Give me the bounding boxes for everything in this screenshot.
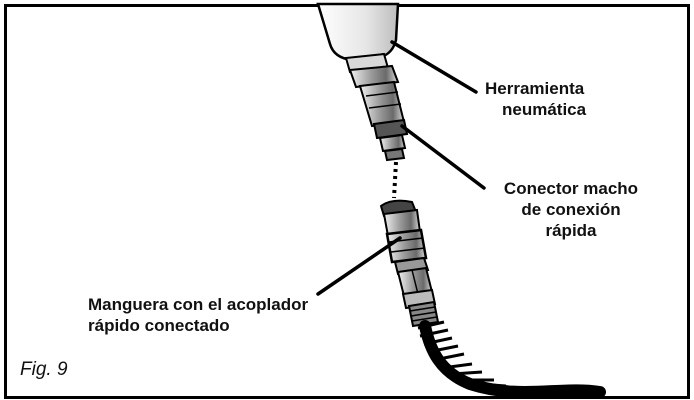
quick-coupler — [379, 199, 440, 328]
callout-male-connector: Conector macho de conexión rápida — [492, 178, 650, 241]
callout-hose-line-1: Manguera con el acoplador — [88, 295, 309, 314]
male-quick-connector — [372, 118, 409, 162]
callout-tool-line-2: neumática — [502, 100, 587, 119]
air-hose — [417, 320, 606, 398]
callout-tool: Herramienta neumática — [485, 78, 586, 120]
callout-male-connector-line-2: de conexión — [521, 200, 621, 219]
leader-line-tool — [390, 40, 478, 94]
leader-line-male-connector — [400, 124, 486, 190]
callout-hose: Manguera con el acoplador rápido conecta… — [88, 294, 308, 336]
leader-lines — [316, 40, 486, 296]
pneumatic-tool — [316, 2, 406, 128]
leader-line-hose — [316, 236, 402, 296]
callout-male-connector-line-3: rápida — [545, 221, 597, 240]
figure-frame — [4, 4, 690, 399]
callout-male-connector-line-1: Conector macho — [503, 179, 639, 198]
callout-tool-line-1: Herramienta — [485, 79, 585, 98]
callout-hose-line-2: rápido conectado — [88, 316, 230, 335]
figure-caption: Fig. 9 — [20, 359, 68, 380]
